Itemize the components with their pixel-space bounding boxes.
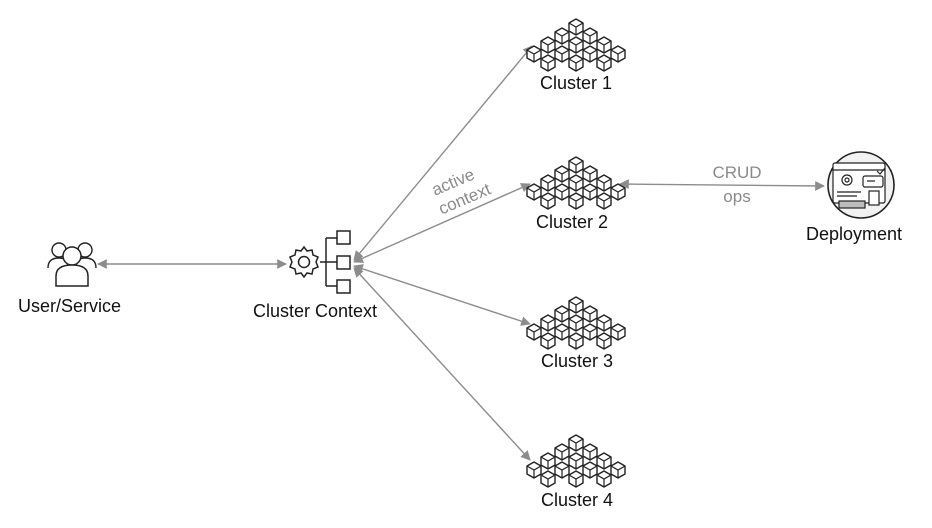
deployment-label: Deployment [806, 224, 903, 244]
cube-cluster-icon [527, 435, 625, 487]
edge-context-cluster2 [353, 183, 531, 263]
deployment-badge-icon [827, 151, 895, 219]
cluster-2-label: Cluster 2 [536, 212, 609, 232]
user-group-icon [47, 242, 97, 287]
user-service-label: User/Service [18, 296, 122, 316]
cube-cluster-icon [527, 157, 625, 209]
cube-cluster-icon [527, 297, 625, 349]
cluster-3-label: Cluster 3 [541, 351, 614, 371]
edge-context-cluster3 [353, 264, 531, 326]
cluster-4-label: Cluster 4 [541, 490, 614, 510]
crud-ops-line2: ops [723, 187, 751, 206]
crud-ops-label: CRUD ops [712, 163, 762, 207]
cluster-context-label: Cluster Context [253, 301, 378, 321]
crud-ops-line1: CRUD [712, 163, 762, 182]
edge-context-cluster1 [353, 45, 533, 261]
cluster-1-label: Cluster 1 [540, 73, 613, 93]
edge-context-cluster4 [353, 267, 531, 461]
cube-cluster-icon [527, 19, 625, 71]
edge-cluster2-deployment [619, 179, 825, 191]
gear-hierarchy-icon [289, 230, 351, 294]
